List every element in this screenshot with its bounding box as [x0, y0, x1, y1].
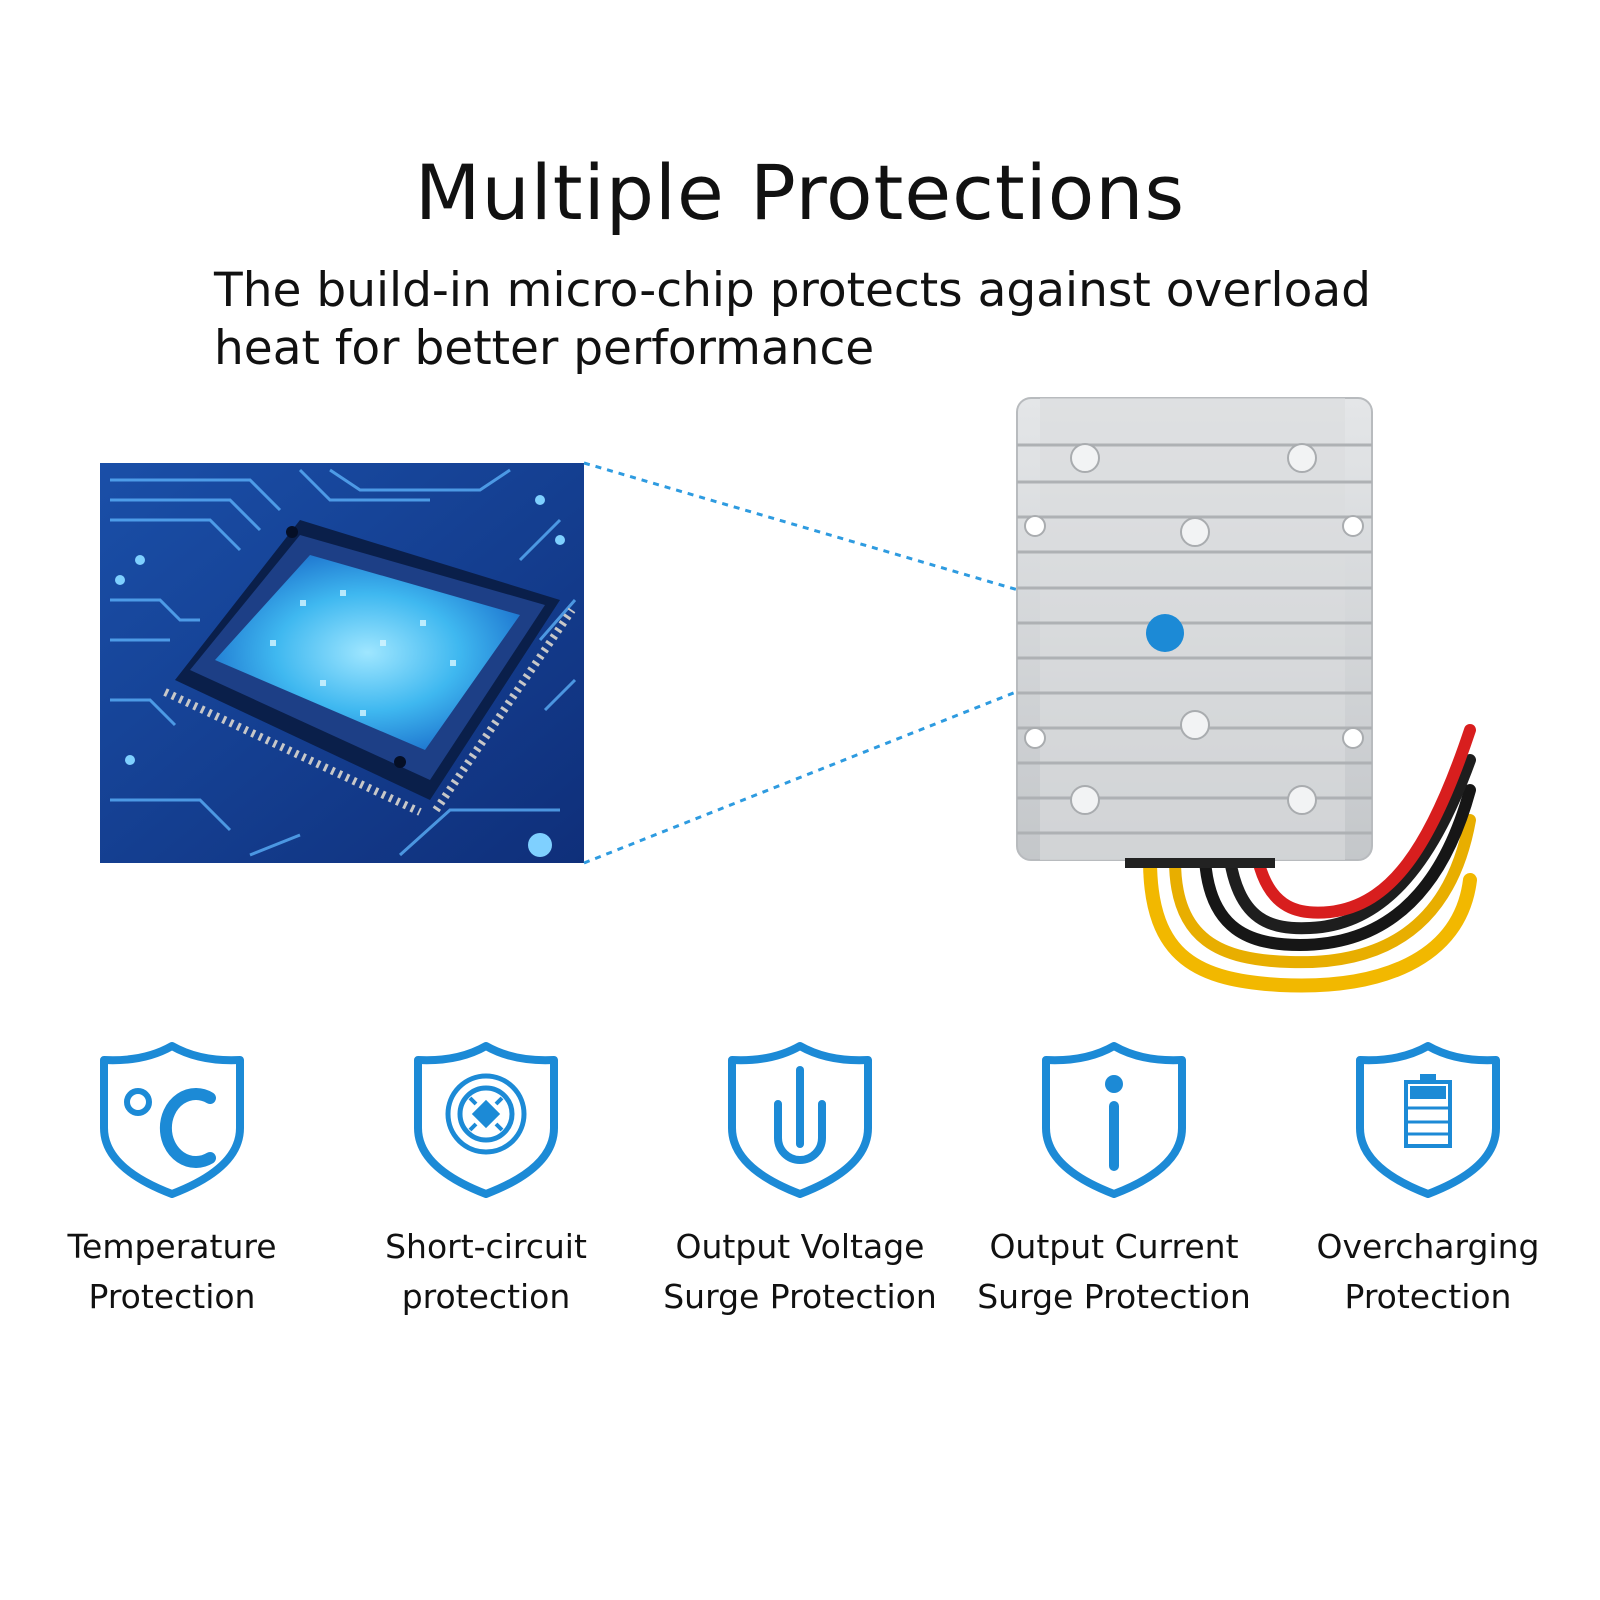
subtitle-line-2: heat for better performance	[214, 321, 875, 376]
feature-voltage-surge-line2: Surge Protection	[663, 1277, 937, 1316]
feature-current-surge-line2: Surge Protection	[977, 1277, 1251, 1316]
page-title: Multiple Protections	[414, 148, 1186, 237]
product-illustration	[100, 397, 1477, 993]
feature-overcharging: Overcharging Protection	[1278, 1040, 1578, 1322]
microchip-photo	[100, 463, 584, 863]
current-info-icon	[1042, 1042, 1186, 1198]
feature-temperature: Temperature Protection	[22, 1040, 322, 1322]
subtitle-line-1: The build-in micro-chip protects against…	[214, 263, 1372, 318]
short-circuit-icon	[414, 1042, 558, 1198]
voltage-surge-icon	[728, 1042, 872, 1198]
converter-wires	[1143, 724, 1477, 993]
feature-voltage-surge-line1: Output Voltage	[675, 1227, 925, 1266]
feature-current-surge: Output Current Surge Protection	[964, 1040, 1264, 1322]
feature-temperature-line2: Protection	[88, 1277, 256, 1316]
feature-short-circuit: Short-circuit protection	[336, 1040, 636, 1322]
battery-icon	[1356, 1042, 1500, 1198]
feature-overcharging-line1: Overcharging	[1316, 1227, 1540, 1266]
callout-dot	[1146, 614, 1184, 652]
feature-current-surge-line1: Output Current	[989, 1227, 1239, 1266]
page-subtitle: The build-in micro-chip protects against…	[214, 262, 1494, 378]
feature-short-circuit-line2: protection	[401, 1277, 571, 1316]
feature-temperature-line1: Temperature	[67, 1227, 277, 1266]
thermometer-celsius-icon	[100, 1042, 244, 1198]
feature-overcharging-line2: Protection	[1344, 1277, 1512, 1316]
feature-voltage-surge: Output Voltage Surge Protection	[650, 1040, 950, 1322]
feature-short-circuit-line1: Short-circuit	[385, 1227, 587, 1266]
converter-module	[1016, 397, 1373, 868]
